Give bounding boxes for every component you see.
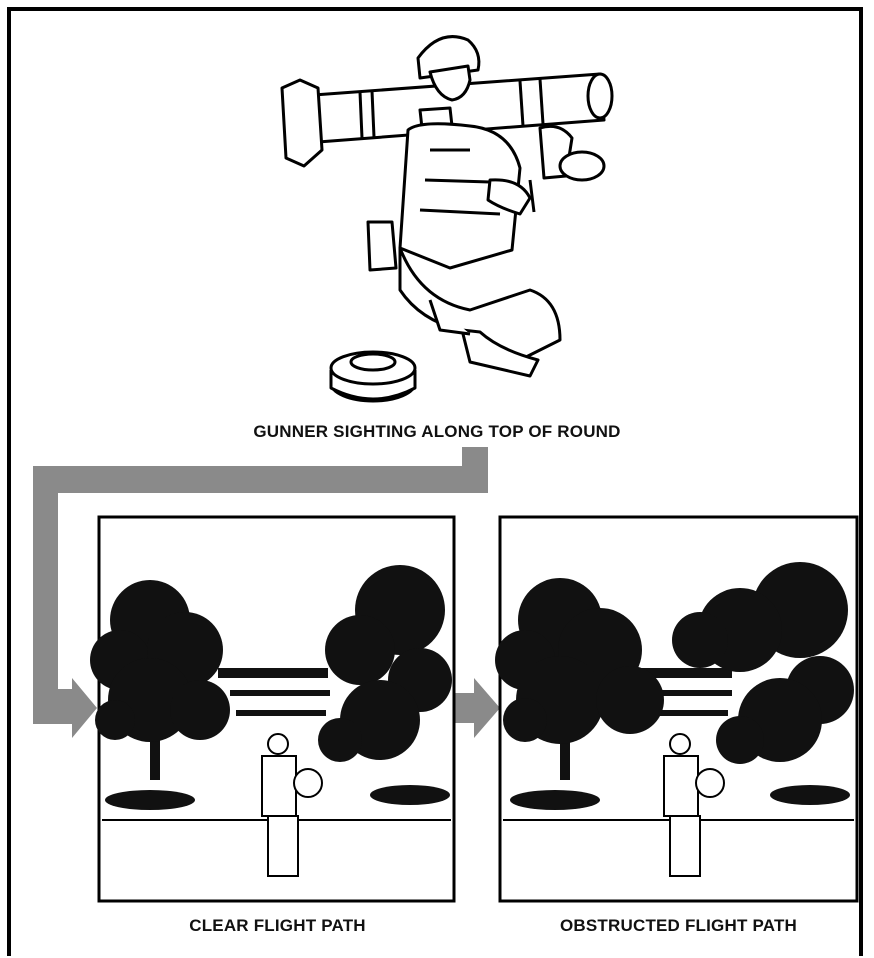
panel-obstructed bbox=[495, 517, 857, 901]
obstructed-path-caption: OBSTRUCTED FLIGHT PATH bbox=[500, 916, 857, 936]
panel-clear bbox=[90, 517, 454, 901]
ground-round bbox=[331, 352, 415, 401]
soldier-body bbox=[400, 124, 530, 268]
soldier-legs bbox=[400, 248, 560, 376]
gunner-illustration bbox=[282, 37, 612, 401]
canteen bbox=[368, 222, 396, 270]
between-panels-arrow bbox=[455, 678, 500, 738]
clear-path-caption: CLEAR FLIGHT PATH bbox=[100, 916, 455, 936]
command-launch-unit bbox=[530, 126, 604, 212]
main-caption: GUNNER SIGHTING ALONG TOP OF ROUND bbox=[0, 422, 874, 442]
